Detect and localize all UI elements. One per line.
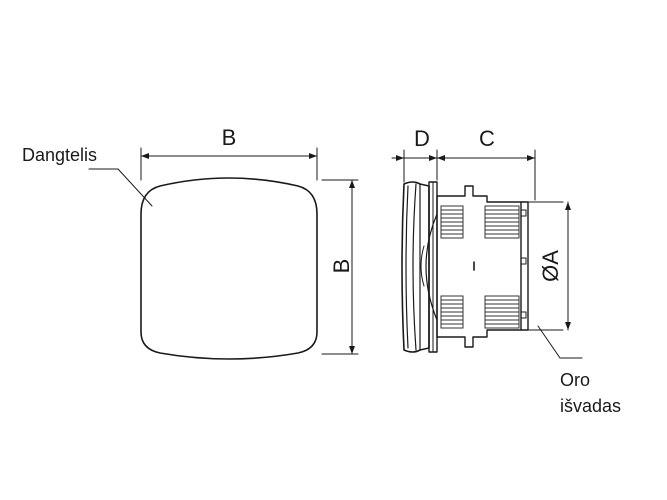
cover-panel bbox=[140, 177, 318, 360]
depth-c-label: C bbox=[479, 126, 495, 151]
cover-callout: Dangtelis bbox=[22, 145, 153, 207]
diameter-a-label: ØA bbox=[538, 250, 563, 282]
dimension-height-b: B bbox=[321, 179, 359, 355]
height-b-label: B bbox=[329, 259, 354, 274]
outlet-label-line2: išvadas bbox=[560, 396, 621, 416]
front-view: B B Dangtelis bbox=[22, 125, 359, 360]
side-view: ØA D C Oro išvadas bbox=[391, 126, 621, 416]
outlet-label-line1: Oro bbox=[560, 370, 590, 390]
cover-side-profile bbox=[401, 181, 430, 353]
cover-label: Dangtelis bbox=[22, 145, 97, 165]
dimension-width-b: B bbox=[140, 125, 318, 181]
air-outlet-spigot bbox=[520, 201, 529, 331]
width-b-label: B bbox=[222, 125, 237, 150]
dimension-depth-d: D bbox=[391, 126, 438, 183]
inner-dome bbox=[425, 213, 438, 321]
upper-fins bbox=[440, 205, 520, 239]
dimension-diameter-a: ØA bbox=[538, 201, 571, 331]
depth-d-label: D bbox=[414, 126, 430, 151]
lower-fins bbox=[440, 295, 520, 329]
dimension-depth-c: C bbox=[436, 126, 536, 201]
outlet-callout: Oro išvadas bbox=[537, 325, 621, 416]
